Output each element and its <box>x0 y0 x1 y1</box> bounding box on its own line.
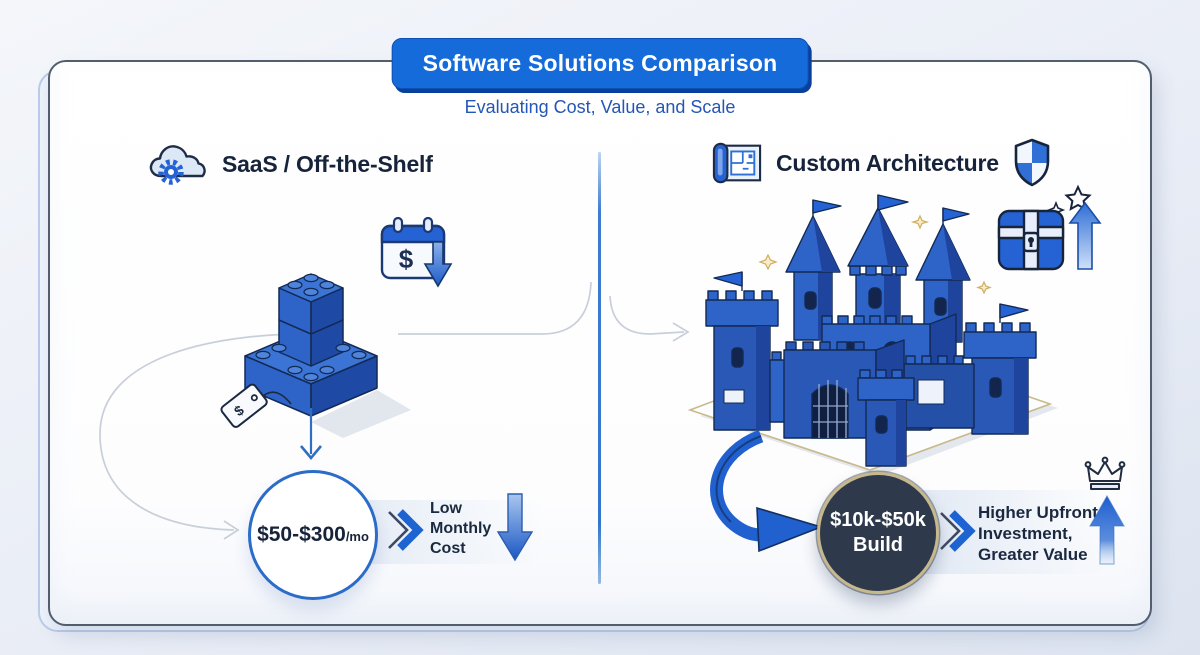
panel-divider <box>598 152 601 584</box>
price-tag-icon: $ <box>220 383 268 428</box>
right-panel-header: Custom Architecture <box>710 138 1053 188</box>
left-price-amount: $50-$300 <box>257 523 346 546</box>
right-price-label: Build <box>853 534 903 556</box>
right-result-label: Higher Upfront Investment, Greater Value <box>978 503 1098 564</box>
left-price-unit: /mo <box>345 529 369 544</box>
right-price-circle: $10k-$50k Build <box>817 472 939 594</box>
double-chevron-right-icon <box>388 509 424 551</box>
lego-bricks-illustration: $ <box>220 273 411 438</box>
right-panel-title: Custom Architecture <box>776 149 999 176</box>
blueprint-icon <box>712 142 762 184</box>
up-arrow-icon <box>1088 494 1126 565</box>
subtitle: Evaluating Cost, Value, and Scale <box>464 97 736 117</box>
shield-icon <box>1014 138 1050 187</box>
down-arrow-icon <box>496 493 534 562</box>
treasure-chest-icon <box>997 184 1102 271</box>
cloud-gear-icon <box>149 145 206 185</box>
calendar-dollar-icon: $ <box>380 216 453 288</box>
left-panel-title: SaaS / Off-the-Shelf <box>222 150 433 177</box>
title-banner: Software Solutions Comparison <box>391 38 809 89</box>
down-arrow-icon <box>423 241 453 288</box>
double-chevron-right-icon <box>940 510 976 552</box>
crown-icon <box>1084 456 1126 490</box>
left-panel-header: SaaS / Off-the-Shelf <box>148 138 433 190</box>
up-arrow-icon <box>1068 201 1102 270</box>
down-arrow-icon <box>300 408 322 461</box>
sparkle-icon <box>758 214 992 295</box>
left-price-circle: $50-$300/mo <box>248 470 378 600</box>
castle-illustration <box>687 194 1058 476</box>
calendar-dollar-glyph: $ <box>399 244 414 274</box>
left-result-label: Low Monthly Cost <box>430 500 492 557</box>
curved-arrow-icon <box>710 430 824 553</box>
right-price-amount: $10k-$50k <box>830 509 926 531</box>
